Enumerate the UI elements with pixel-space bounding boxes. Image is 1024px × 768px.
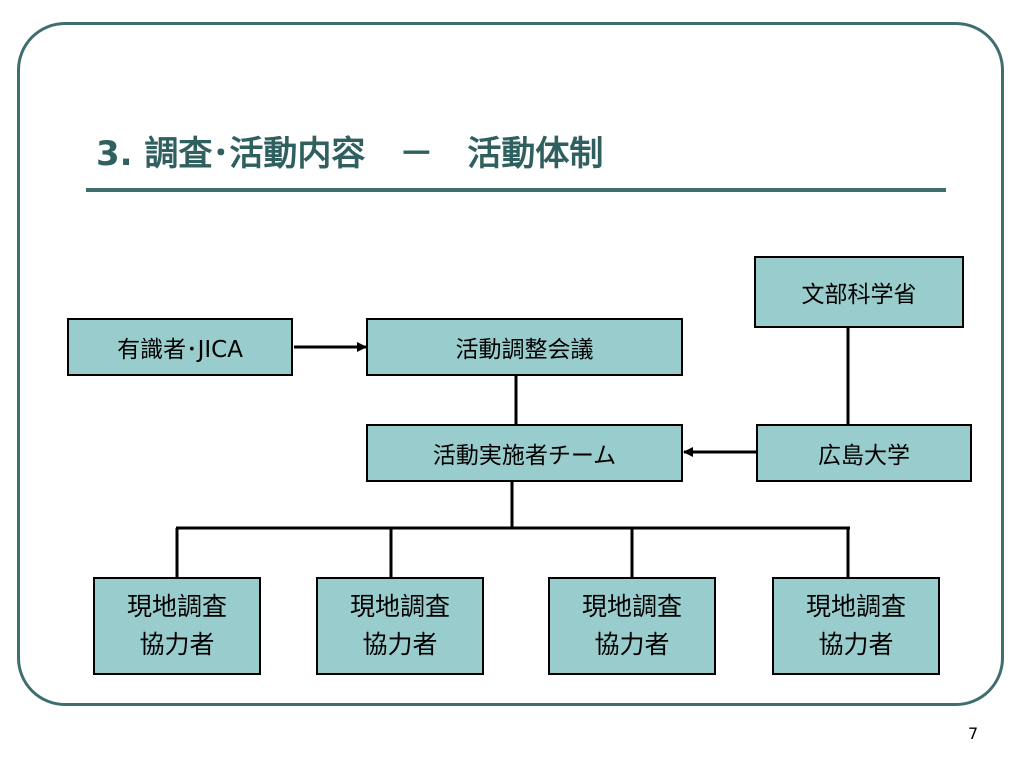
node-field-partner-line1: 現地調査 xyxy=(805,592,906,621)
node-ministry: 文部科学省 xyxy=(754,256,964,328)
slide-frame xyxy=(17,22,1004,706)
node-field-partner-line2: 協力者 xyxy=(818,630,894,659)
node-field-partner-line1: 現地調査 xyxy=(126,592,227,621)
slide-title: 3. 調査･活動内容 － 活動体制 xyxy=(96,134,604,174)
node-field-partner: 現地調査 協力者 xyxy=(772,577,940,675)
node-university: 広島大学 xyxy=(756,424,972,482)
node-field-partner-line2: 協力者 xyxy=(362,630,438,659)
node-implementation-team: 活動実施者チーム xyxy=(366,424,683,482)
node-field-partner: 現地調査 協力者 xyxy=(93,577,261,675)
node-field-partner-line1: 現地調査 xyxy=(349,592,450,621)
node-experts-jica: 有識者･JICA xyxy=(67,318,293,376)
node-field-partner-line2: 協力者 xyxy=(139,630,215,659)
page-number: 7 xyxy=(968,724,979,743)
title-underline xyxy=(86,188,946,192)
node-field-partner: 現地調査 協力者 xyxy=(548,577,716,675)
node-field-partner: 現地調査 協力者 xyxy=(316,577,484,675)
node-coordination-meeting: 活動調整会議 xyxy=(366,318,683,376)
node-field-partner-line2: 協力者 xyxy=(594,630,670,659)
node-field-partner-line1: 現地調査 xyxy=(581,592,682,621)
